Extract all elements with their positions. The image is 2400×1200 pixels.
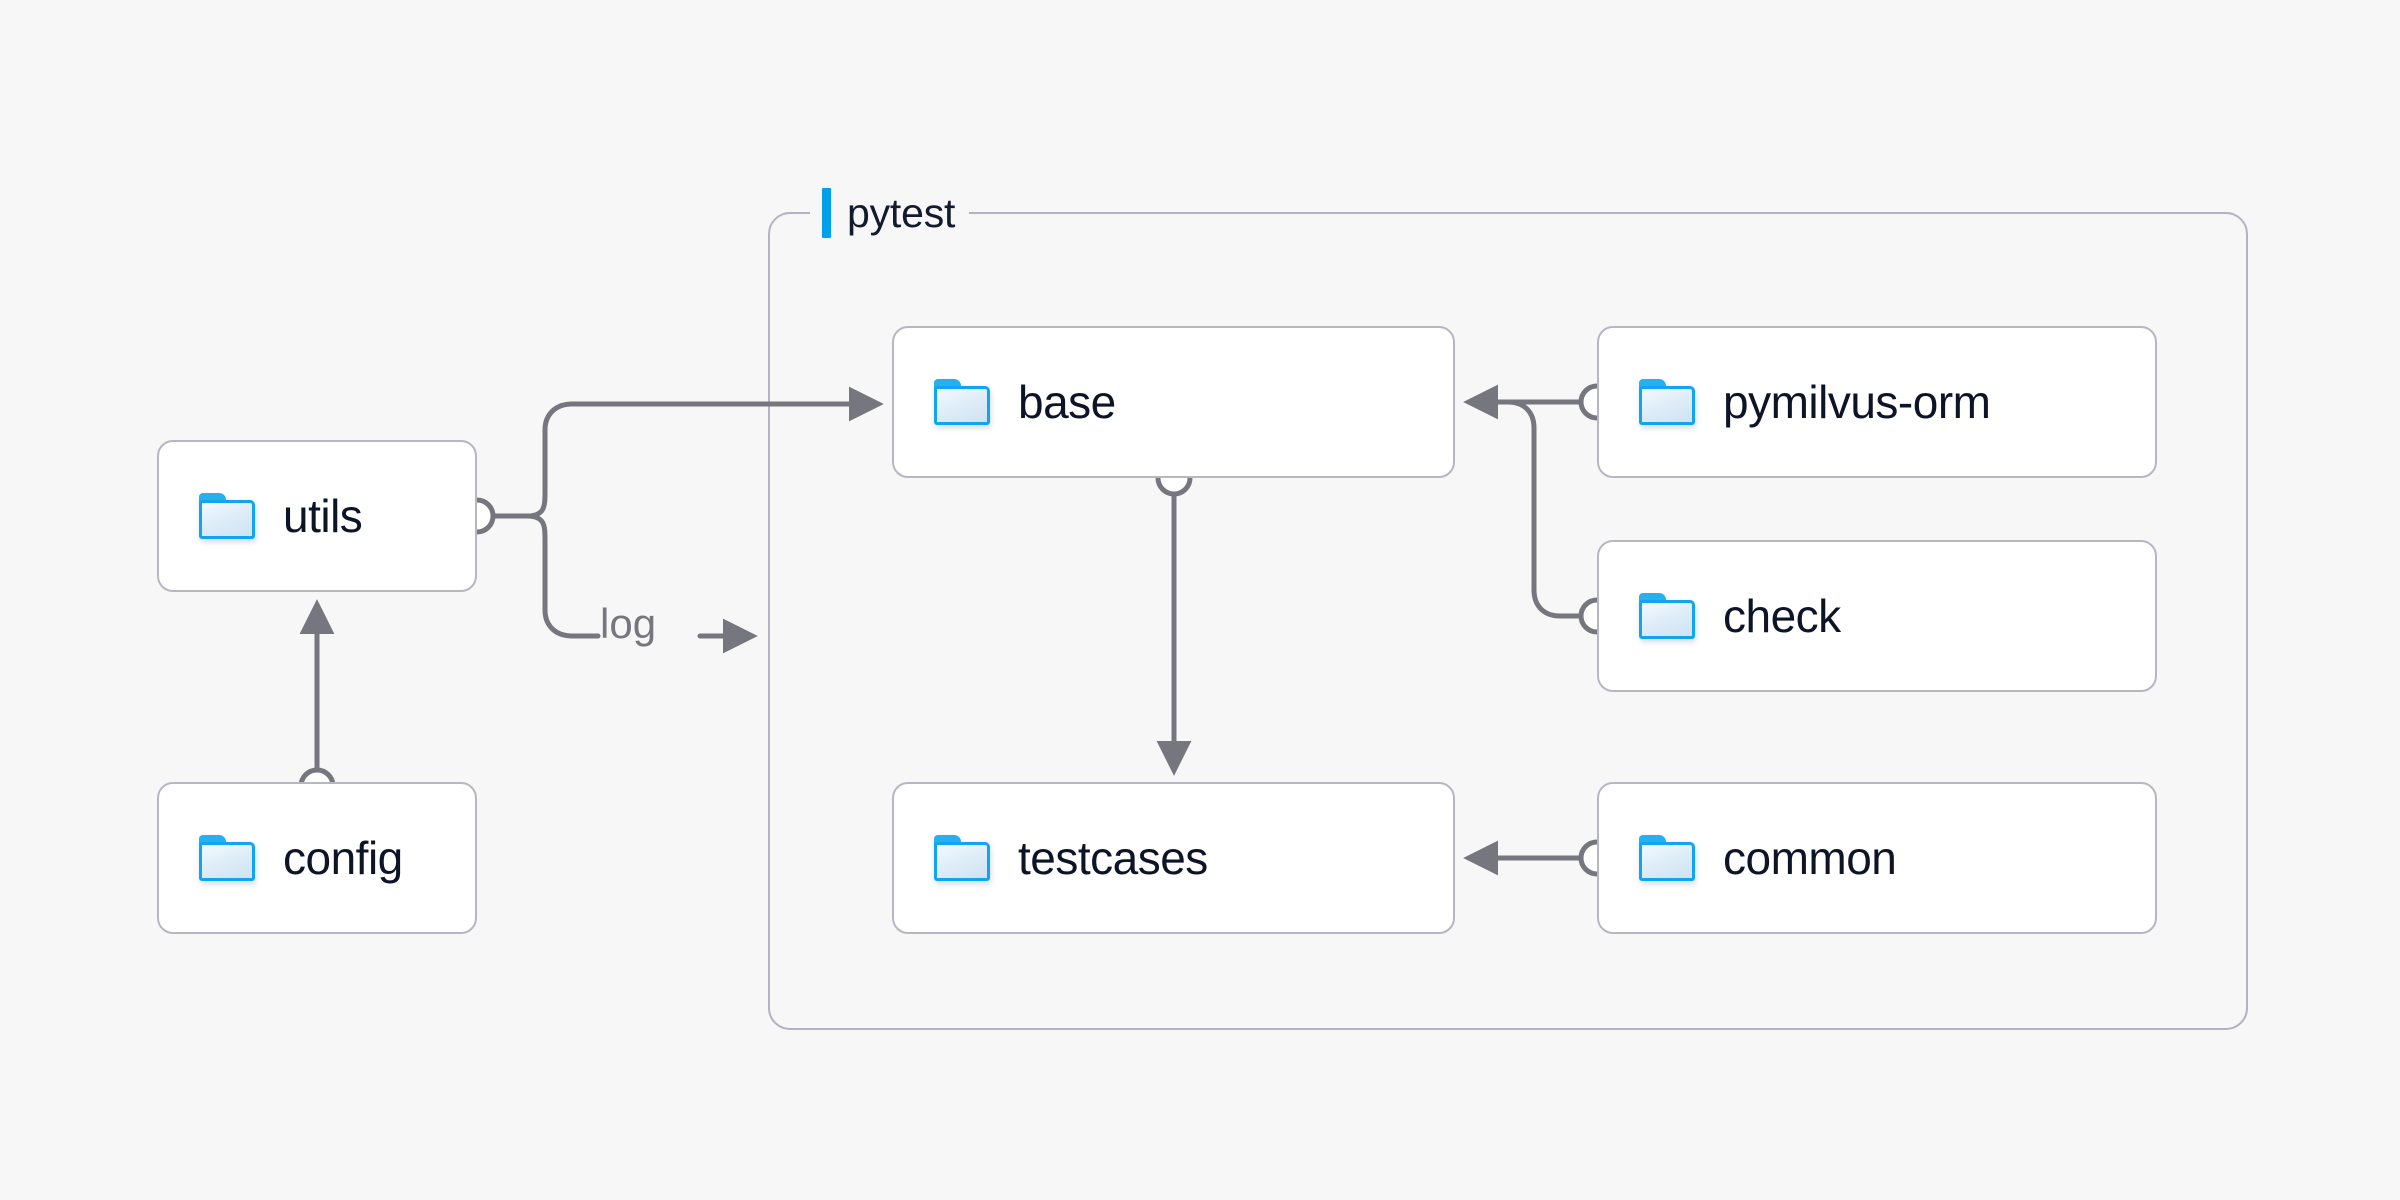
edge-label-log: log xyxy=(600,600,657,647)
accent-bar-icon xyxy=(822,188,831,238)
group-container-pytest[interactable] xyxy=(768,212,2248,1030)
folder-icon xyxy=(934,379,990,425)
group-title-text: pytest xyxy=(847,189,956,236)
edge-utils-to-log xyxy=(524,513,601,639)
node-label-common: common xyxy=(1723,832,1897,884)
folder-icon xyxy=(1639,593,1695,639)
node-label-testcases: testcases xyxy=(1018,832,1208,884)
node-label-check: check xyxy=(1723,590,1841,642)
node-label-pymilvus-orm: pymilvus-orm xyxy=(1723,376,1991,428)
node-label-base: base xyxy=(1018,376,1116,428)
node-utils[interactable]: utils xyxy=(157,440,477,592)
folder-icon xyxy=(934,835,990,881)
node-label-config: config xyxy=(283,832,403,884)
node-label-utils: utils xyxy=(283,490,363,542)
node-testcases[interactable]: testcases xyxy=(892,782,1455,934)
node-base[interactable]: base xyxy=(892,326,1455,478)
node-config[interactable]: config xyxy=(157,782,477,934)
group-label-pytest: pytest xyxy=(810,182,970,244)
folder-icon xyxy=(1639,379,1695,425)
node-common[interactable]: common xyxy=(1597,782,2157,934)
folder-icon xyxy=(1639,835,1695,881)
node-pymilvus-orm[interactable]: pymilvus-orm xyxy=(1597,326,2157,478)
folder-icon xyxy=(199,835,255,881)
node-check[interactable]: check xyxy=(1597,540,2157,692)
folder-icon xyxy=(199,493,255,539)
